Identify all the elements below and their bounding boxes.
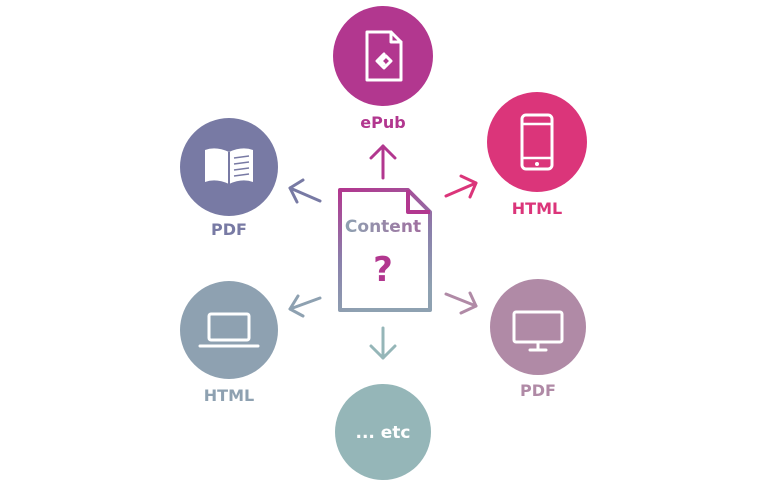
node-html-desktop: HTML (180, 281, 278, 405)
node-pdf-screen-label: PDF (520, 381, 556, 400)
node-pdf-screen: PDF (490, 279, 586, 400)
node-etc-label: ... etc (355, 423, 410, 443)
node-pdf-screen-circle (490, 279, 586, 375)
epub-document-icon (365, 30, 403, 82)
node-html-mobile: HTML (487, 92, 587, 218)
monitor-icon (512, 310, 564, 352)
content-question-mark: ? (373, 250, 393, 290)
node-html-desktop-circle (180, 281, 278, 379)
arrow-to-html-desktop (288, 294, 322, 318)
arrow-to-etc (369, 326, 397, 360)
node-pdf-print: PDF (180, 118, 278, 239)
node-pdf-print-label: PDF (211, 220, 247, 239)
node-epub-label: ePub (360, 113, 405, 132)
node-html-mobile-circle (487, 92, 587, 192)
content-document-outline (338, 188, 432, 312)
content-document: Content ? (338, 188, 432, 312)
arrow-to-html-mobile (444, 174, 478, 199)
content-title: Content (345, 217, 421, 237)
content-document-fold (406, 190, 430, 214)
node-etc: ... etc (335, 384, 431, 480)
node-etc-circle (335, 384, 431, 480)
smartphone-icon (520, 113, 554, 171)
node-html-mobile-label: HTML (512, 199, 562, 218)
node-html-desktop-label: HTML (204, 386, 254, 405)
open-book-icon (205, 148, 253, 184)
arrow-to-pdf-screen (444, 291, 478, 315)
arrow-to-epub (369, 144, 397, 180)
arrow-to-pdf-print (288, 178, 322, 204)
laptop-icon (198, 312, 260, 348)
node-epub: ePub (333, 6, 433, 132)
